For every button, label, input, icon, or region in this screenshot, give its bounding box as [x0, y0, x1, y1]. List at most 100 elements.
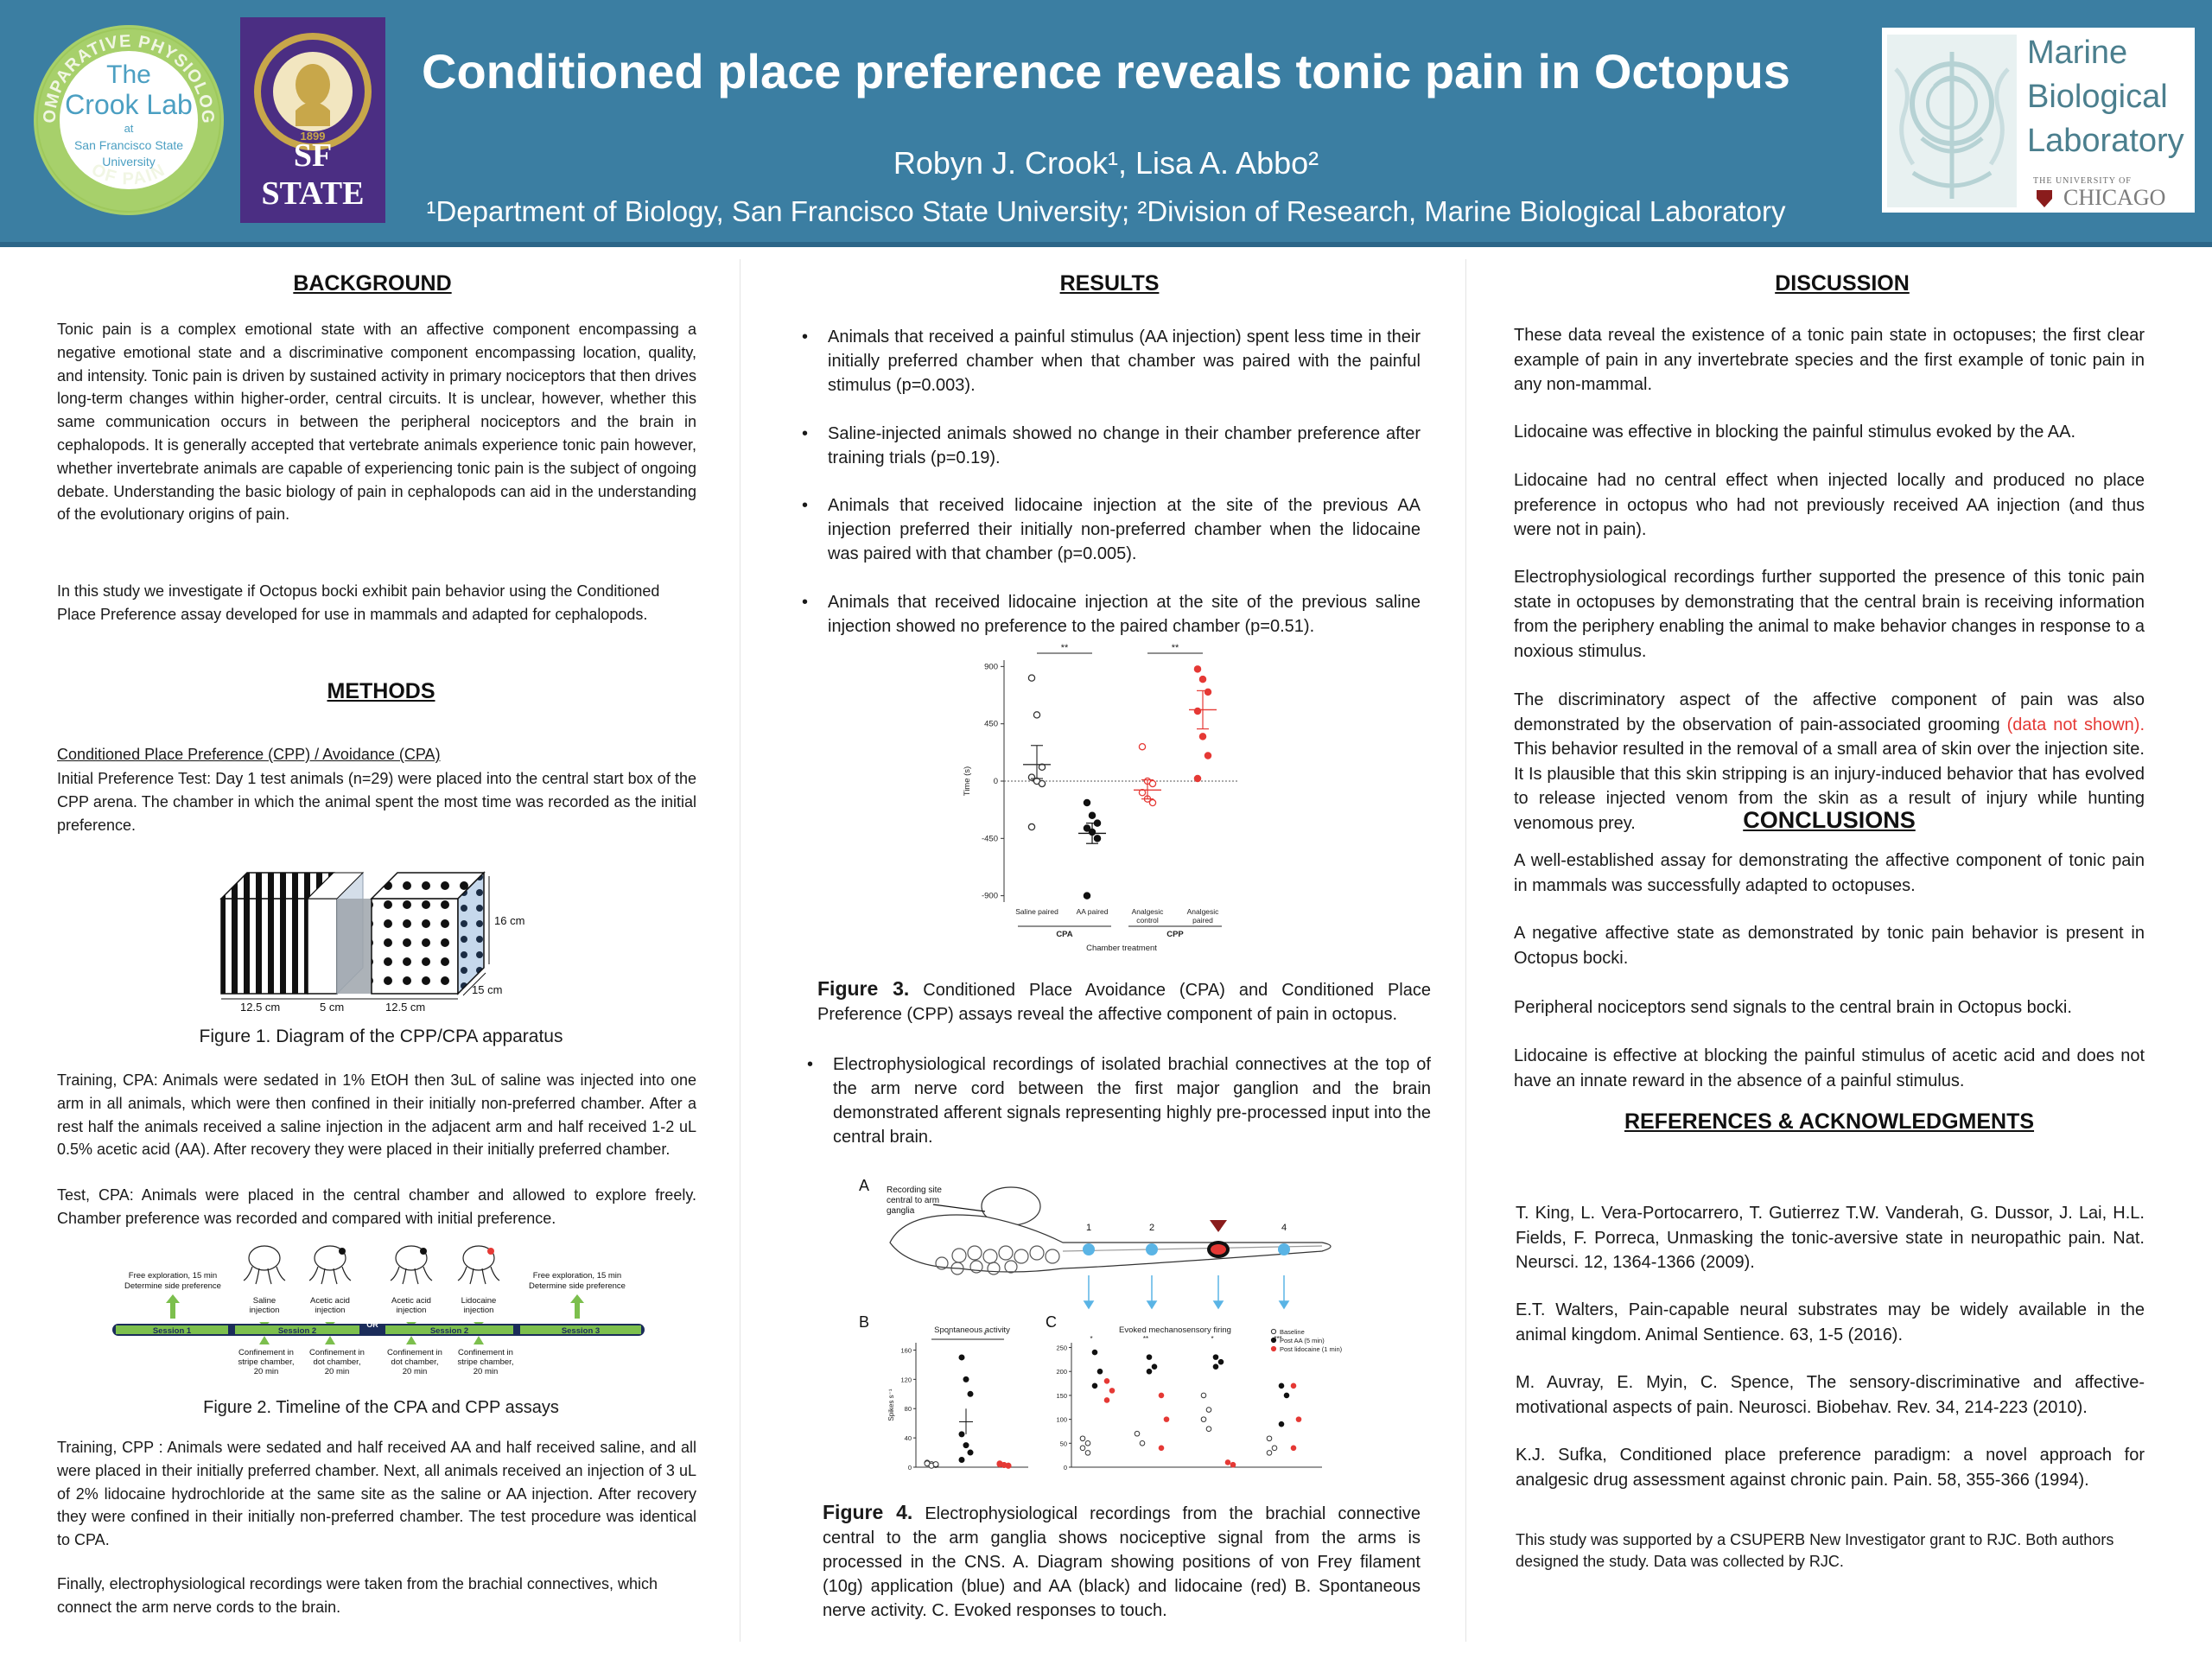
- fig4c-data-point: [1139, 1440, 1146, 1446]
- fig4-rec1: Recording site: [887, 1185, 942, 1195]
- conclusions-p3: Peripheral nociceptors send signals to t…: [1514, 998, 2072, 1017]
- fig2-conf1-2: stripe chamber,: [238, 1357, 295, 1367]
- acknowledgment: This study was supported by a CSUPERB Ne…: [1516, 1531, 2114, 1570]
- sfsu-seal-year: 1899: [301, 130, 326, 143]
- fig4b-y-tick-label: 80: [905, 1405, 912, 1413]
- session2b-block: [385, 1325, 513, 1334]
- fig4c-data-point: [1109, 1388, 1116, 1394]
- fig4c-data-point: [1084, 1440, 1091, 1446]
- fig3-data-point: [1193, 707, 1202, 715]
- conclusions-heading: CONCLUSIONS: [1743, 807, 1916, 833]
- fig3-y-tick-label: 450: [984, 720, 998, 729]
- fig3-y-tick-label: 900: [984, 662, 998, 671]
- fig2-session2a: Session 2: [278, 1326, 316, 1336]
- fig4b-y-tick-label: 0: [908, 1464, 912, 1471]
- methods-p5: Finally, electrophysiological recordings…: [57, 1575, 658, 1616]
- crook-line4: San Francisco State: [74, 138, 183, 152]
- fig4c-data-point: [1134, 1430, 1141, 1437]
- fig3-y-tick-label: 0: [994, 777, 998, 786]
- fig4b-data-point: [967, 1449, 974, 1456]
- stripe-chamber: [219, 872, 335, 995]
- center-start-box: [306, 871, 372, 995]
- fig2-session3: Session 3: [562, 1326, 600, 1336]
- fig2-conf4-1: Confinement in: [458, 1348, 513, 1357]
- column-divider: [740, 259, 741, 1642]
- fig4c-significance-label: ***: [1274, 1335, 1281, 1343]
- fig2-conf2-2: dot chamber,: [314, 1357, 361, 1367]
- fig3-x-axis-label: Chamber treatment: [1086, 944, 1157, 953]
- fig4c-data-point: [1266, 1435, 1273, 1442]
- discussion-p5: The discriminatory aspect of the affecti…: [1514, 688, 2145, 836]
- mbl-logo: Marine Biological Laboratory THE UNIVERS…: [1882, 28, 2195, 213]
- fig3-group-label: CPP: [1166, 930, 1184, 939]
- mbl-uc-line2: CHICAGO: [2063, 185, 2166, 210]
- fig4-panel-b: B: [859, 1313, 869, 1331]
- bullet-icon: •: [802, 327, 809, 346]
- fig3-data-point: [1138, 742, 1147, 751]
- green-arrows: [166, 1294, 584, 1344]
- fig1-caption-text: Diagram of the CPP/CPA apparatus: [270, 1027, 563, 1046]
- fig2-inj2-2: injection: [315, 1306, 346, 1315]
- results-bullet-4: •Animals that received lidocaine injecti…: [802, 590, 1421, 639]
- fig3-data-point: [1083, 892, 1091, 899]
- fig3-data-point: [1027, 823, 1036, 831]
- session2a-block: [235, 1325, 359, 1334]
- figure2-timeline: Free exploration, 15 min Determine side …: [112, 1245, 645, 1376]
- fig4c-y-tick-label: 100: [1056, 1416, 1067, 1424]
- fig4c-data-point: [1283, 1392, 1290, 1399]
- fig3-y-tick-label: -450: [982, 834, 998, 843]
- mbl-name-line1: Marine: [2027, 35, 2128, 71]
- figure1-apparatus: 16 cm 15 cm 12.5 cm 5 cm 12.5 cm: [219, 871, 524, 1014]
- fig4-evoked-chart: Evoked mechanosensory firing050100150200…: [1056, 1325, 1342, 1471]
- references-heading: REFERENCES & ACKNOWLEDGMENTS: [1624, 1109, 2035, 1134]
- fig4c-data-point: [1295, 1416, 1302, 1422]
- fig4-pos4: 4: [1281, 1223, 1287, 1233]
- confinement-labels: Confinement in stripe chamber, 20 min Co…: [238, 1348, 514, 1376]
- fig4b-data-point: [1005, 1462, 1012, 1469]
- fig4c-data-point: [1230, 1461, 1236, 1468]
- fig4c-data-point: [1205, 1407, 1212, 1413]
- octopus-icon: [308, 1245, 352, 1285]
- up-arrow-icon: [166, 1294, 180, 1319]
- fig4-caption-label: Figure 4.: [823, 1501, 913, 1523]
- results-bullet-5-text: Electrophysiological recordings of isola…: [833, 1055, 1431, 1147]
- fig4b-y-tick-label: 120: [900, 1376, 912, 1383]
- up-arrow-icon: [406, 1336, 416, 1344]
- crook-lab-logo: COMPARATIVE PHYSIOLOGY OF PAIN The Crook…: [31, 22, 224, 215]
- fig4c-significance-label: *: [1090, 1335, 1092, 1343]
- fig4b-y-axis-label: Spikes s⁻¹: [887, 1389, 895, 1421]
- figure1-caption: Figure 1. Diagram of the CPP/CPA apparat…: [57, 1027, 705, 1047]
- fig2-inj1-2: injection: [250, 1306, 280, 1315]
- fig2-inj4-2: injection: [464, 1306, 494, 1315]
- up-arrow-icon: [259, 1336, 270, 1344]
- stimulus-positions: 1 2 3 4: [1083, 1220, 1290, 1310]
- fig4c-data-point: [1290, 1382, 1297, 1389]
- figure3-caption: Figure 3. Conditioned Place Avoidance (C…: [817, 976, 1431, 1027]
- methods-p3: Test, CPA: Animals were placed in the ce…: [57, 1186, 696, 1227]
- results-bullet-1: • Animals that received a painful stimulu…: [802, 325, 1421, 397]
- fig4c-data-point: [1217, 1358, 1224, 1365]
- fig3-data-point: [1198, 733, 1207, 741]
- fig4c-legend-marker: [1270, 1345, 1277, 1352]
- fig4c-data-point: [1103, 1378, 1110, 1384]
- fig2-inj2-1: Acetic acid: [310, 1296, 350, 1306]
- sfsu-text: SF STATE: [261, 137, 365, 212]
- crook-line2: Crook Lab: [65, 89, 193, 120]
- fig1-dim-height: 16 cm: [494, 914, 524, 927]
- fig4c-data-point: [1212, 1354, 1219, 1360]
- fig2-conf3-2: dot chamber,: [391, 1357, 439, 1367]
- fig4b-data-point: [967, 1390, 974, 1397]
- results-bullet-1-text: Animals that received a painful stimulus…: [828, 327, 1421, 395]
- fig1-caption-label: Figure 1.: [199, 1027, 271, 1046]
- fig1-dim-w1: 12.5 cm: [240, 1001, 280, 1014]
- fig4-caption-text: Electrophysiological recordings from the…: [823, 1504, 1421, 1620]
- fig4c-data-point: [1091, 1349, 1098, 1356]
- bullet-icon: •: [802, 496, 809, 515]
- up-arrow-icon: [325, 1336, 335, 1344]
- methods-p2: Training, CPA: Animals were sedated in 1…: [57, 1071, 696, 1159]
- fig2-conf3-1: Confinement in: [387, 1348, 442, 1357]
- injection-marker-icon: [1210, 1220, 1227, 1232]
- mbl-emblem: [1887, 35, 2017, 207]
- fig2-conf4-2: stripe chamber,: [458, 1357, 514, 1367]
- fig3-group-label: CPA: [1056, 930, 1072, 939]
